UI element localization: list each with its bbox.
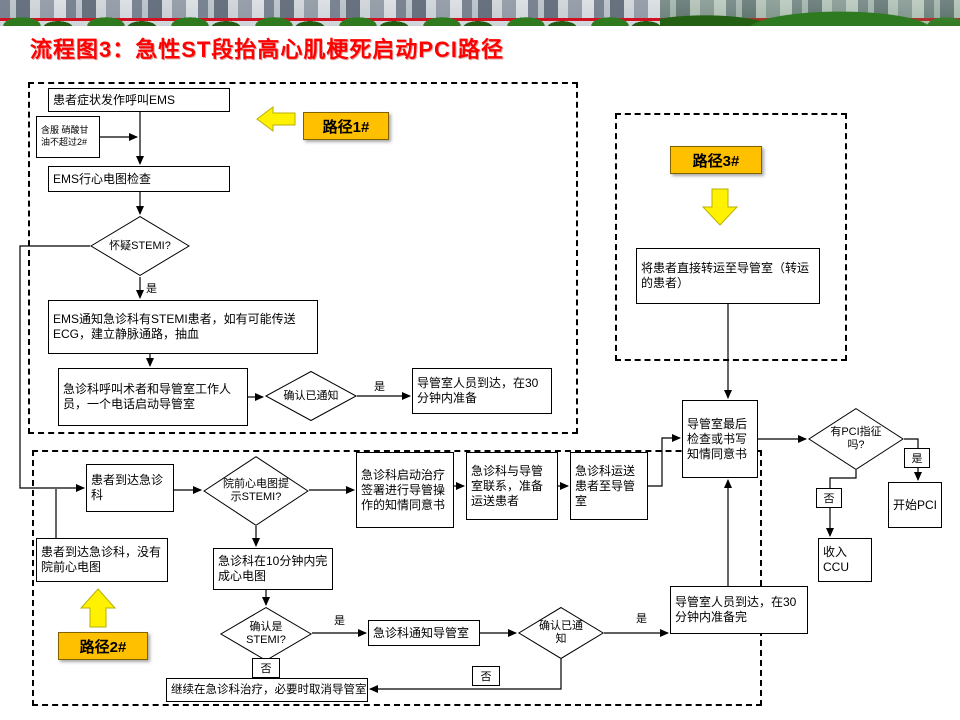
node-ed-call-team: 急诊科呼叫术者和导管室工作人员，一个电话启动导管室 <box>58 368 248 426</box>
node-ed-transport-patient: 急诊科运送患者至导管室 <box>570 452 648 520</box>
decision-suspect-stemi-text: 怀疑STEMI? <box>109 239 171 252</box>
label-yes-3: 是 <box>334 615 345 627</box>
decision-prehospital-ecg-stemi-text: 院前心电图提示STEMI? <box>223 478 289 503</box>
label-yes-1: 是 <box>146 283 157 295</box>
decision-pci-indication-text: 有PCI指征吗? <box>830 426 882 451</box>
page-title: 流程图3：急性ST段抬高心肌梗死启动PCI路径 <box>30 37 505 62</box>
path1-label: 路径1# <box>303 112 389 140</box>
node-direct-transfer: 将患者直接转运至导管室（转运的患者） <box>636 248 820 304</box>
decision-confirm-stemi-text: 确认是STEMI? <box>246 621 286 646</box>
decision-suspect-stemi: 怀疑STEMI? <box>90 216 190 276</box>
label-yes-2: 是 <box>374 381 385 393</box>
node-ems-notify-ed: EMS通知急诊科有STEMI患者，如有可能传送ECG，建立静脉通路，抽血 <box>48 300 318 354</box>
decision-confirm-notified-2: 确认已通知 <box>518 607 604 659</box>
decision-prehospital-ecg-stemi: 院前心电图提示STEMI? <box>203 456 309 526</box>
node-nitroglycerin-note: 含服 硝酸甘油不超过2# <box>36 116 100 158</box>
node-ed-notify-cathlab: 急诊科通知导管室 <box>368 620 480 646</box>
label-yes-4: 是 <box>636 613 647 625</box>
path3-group-frame <box>615 113 847 361</box>
node-continue-ed-treatment: 继续在急诊科治疗，必要时取消导管室 <box>166 678 368 702</box>
node-arrive-ed-no-ecg: 患者到达急诊科，没有院前心电图 <box>36 538 168 582</box>
node-arrive-ed: 患者到达急诊科 <box>86 464 174 512</box>
path3-label: 路径3# <box>670 146 762 174</box>
decision-confirm-notified-1: 确认已通知 <box>265 371 357 421</box>
node-start-pci: 开始PCI <box>888 482 942 528</box>
node-admit-ccu: 收入CCU <box>818 538 872 582</box>
node-ed-contact-cathlab: 急诊科与导管室联系，准备运送患者 <box>466 452 558 520</box>
label-yes-pci: 是 <box>904 448 930 468</box>
node-cathlab-final-check: 导管室最后检查或书写知情同意书 <box>682 400 758 478</box>
banner-trees-right <box>660 0 960 26</box>
node-cathlab-ready-30min-done: 导管室人员到达，在30分钟内准备完 <box>670 586 808 634</box>
node-ed-consent: 急诊科启动治疗签署进行导管操作的知情同意书 <box>356 452 454 528</box>
node-symptom-call-ems: 患者症状发作呼叫EMS <box>48 88 230 112</box>
decision-confirm-notified-1-text: 确认已通知 <box>283 389 339 402</box>
path2-label: 路径2# <box>58 632 148 660</box>
diamond-shape-icon <box>90 216 190 276</box>
decision-confirm-stemi: 确认是STEMI? <box>220 607 312 661</box>
node-ems-ecg: EMS行心电图检查 <box>48 166 230 192</box>
diamond-shape-icon <box>808 408 904 470</box>
label-no-notified: 否 <box>472 666 500 686</box>
decision-pci-indication: 有PCI指征吗? <box>808 408 904 470</box>
block-arrow-down-icon <box>702 188 738 226</box>
label-no-stemi: 否 <box>252 658 280 678</box>
block-arrow-up-icon <box>80 588 116 628</box>
decision-confirm-notified-2-text: 确认已通知 <box>539 620 583 645</box>
diamond-shape-icon <box>518 607 604 659</box>
node-cathlab-ready-30min: 导管室人员到达，在30分钟内准备 <box>412 368 552 414</box>
path2-group-frame <box>32 450 762 706</box>
banner-image <box>0 0 960 26</box>
node-ed-ecg-10min: 急诊科在10分钟内完成心电图 <box>213 548 333 590</box>
block-arrow-left-icon <box>256 106 296 132</box>
diamond-shape-icon <box>265 371 357 421</box>
diamond-shape-icon <box>203 456 309 526</box>
label-no-pci: 否 <box>816 488 842 508</box>
